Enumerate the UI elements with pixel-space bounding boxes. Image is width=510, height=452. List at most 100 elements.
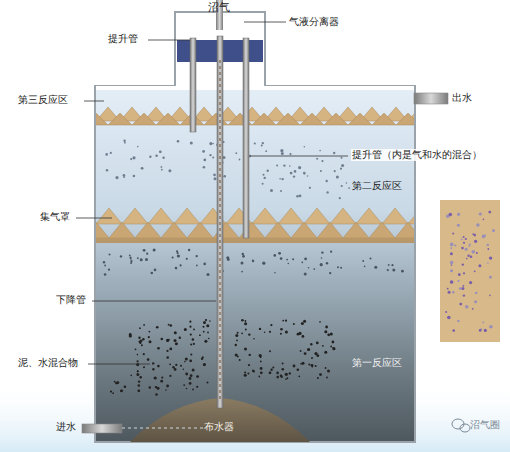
bubble-dot — [475, 292, 477, 294]
bubble-dot — [449, 213, 453, 217]
bubble-dot — [316, 342, 319, 345]
gas-hood-cone — [291, 222, 317, 238]
bubble-dot — [457, 280, 459, 282]
bubble-dot — [175, 342, 178, 345]
bubble-dot — [307, 348, 310, 351]
bubble-dot — [270, 189, 273, 192]
bubble-dot — [483, 219, 485, 221]
bubble-dot — [260, 361, 262, 363]
bubble-dot — [463, 272, 465, 274]
bubble-dot — [290, 172, 293, 175]
bubble-dot — [310, 343, 312, 345]
bubble-dot — [149, 156, 151, 158]
bubble-dot — [169, 348, 172, 351]
bubble-dot — [303, 320, 306, 323]
bubble-dot — [488, 211, 491, 214]
bubble-dot — [130, 158, 132, 160]
bubble-dot — [362, 260, 364, 262]
bubble-dot — [189, 382, 192, 385]
bubble-dot — [196, 255, 198, 257]
bubble-dot — [340, 267, 342, 269]
bubble-dot — [186, 258, 188, 260]
gas-hood-cone — [396, 113, 414, 125]
bubble-dot — [203, 159, 206, 162]
bubble-dot — [326, 180, 328, 182]
bubble-dot — [316, 158, 318, 160]
bubble-dot — [311, 366, 313, 368]
bubble-dot — [152, 362, 154, 364]
bubble-dot — [202, 150, 205, 153]
bubble-dot — [137, 257, 139, 259]
bubble-dot — [294, 170, 297, 173]
bubble-dot — [235, 152, 237, 154]
bubble-dot — [259, 354, 262, 357]
bubble-dot — [120, 389, 123, 392]
bubble-dot — [334, 170, 336, 172]
bubble-dot — [324, 330, 327, 333]
bubble-dot — [106, 169, 108, 171]
bubble-dot — [450, 252, 453, 255]
bubble-dot — [135, 348, 137, 350]
gas-hood-cone — [252, 113, 276, 125]
bubble-dot — [469, 245, 471, 247]
bubble-dot — [161, 338, 164, 341]
bubble-dot — [280, 190, 282, 192]
bubble-dot — [466, 258, 468, 260]
bubble-dot — [478, 264, 481, 267]
bubble-dot — [387, 269, 389, 271]
bubble-dot — [155, 154, 158, 157]
bubble-dot — [452, 291, 454, 293]
bubble-dot — [462, 263, 464, 265]
bubble-dot — [316, 354, 319, 357]
bubble-dot — [489, 276, 492, 279]
bubble-dot — [459, 287, 462, 290]
bubble-dot — [392, 269, 395, 272]
bubble-dot — [149, 386, 151, 388]
gas-hood-cone — [96, 222, 109, 238]
bubble-dot — [472, 250, 476, 254]
bubble-dot — [161, 169, 163, 171]
bubble-dot — [138, 384, 141, 387]
bubble-dot — [110, 391, 112, 393]
bubble-dot — [448, 291, 451, 294]
part-label: 提升管（内是气和水的混合） — [351, 149, 483, 161]
bubble-dot — [253, 338, 255, 340]
bubble-dot — [213, 174, 216, 177]
bubble-dot — [154, 376, 157, 379]
bubble-dot — [241, 332, 243, 334]
bubble-dot — [196, 386, 198, 388]
bubble-dot — [474, 270, 476, 272]
gas-hood-cone — [252, 208, 278, 224]
bubble-dot — [162, 157, 164, 159]
bubble-dot — [189, 359, 192, 362]
bubble-dot — [209, 320, 211, 322]
bubble-dot — [189, 326, 191, 328]
bubble-dot — [269, 371, 272, 374]
bubble-dot — [209, 142, 212, 145]
bubble-dot — [461, 239, 463, 241]
bubble-dot — [326, 262, 328, 264]
bubble-dot — [193, 329, 195, 331]
bubble-dot — [285, 331, 288, 334]
bubble-dot — [203, 321, 206, 324]
bubble-dot — [133, 175, 136, 178]
bubble-dot — [298, 166, 301, 169]
bubble-dot — [364, 266, 366, 268]
bubble-dot — [149, 340, 152, 343]
bubble-dot — [457, 320, 459, 322]
gas-hood-cone — [348, 113, 372, 125]
bubble-dot — [339, 197, 341, 199]
bubble-dot — [348, 187, 350, 189]
bubble-dot — [282, 368, 285, 371]
gas-hood-cone — [265, 222, 291, 238]
gas-hood-cone — [330, 208, 356, 224]
bubble-dot — [269, 350, 271, 352]
bubble-dot — [319, 373, 322, 376]
bubble-dot — [319, 150, 321, 152]
bubble-dot — [201, 358, 203, 360]
bubble-dot — [329, 272, 331, 274]
bubble-dot — [139, 376, 142, 379]
bubble-dot — [450, 247, 452, 249]
bubble-dot — [159, 150, 162, 153]
bubble-dot — [492, 229, 495, 232]
